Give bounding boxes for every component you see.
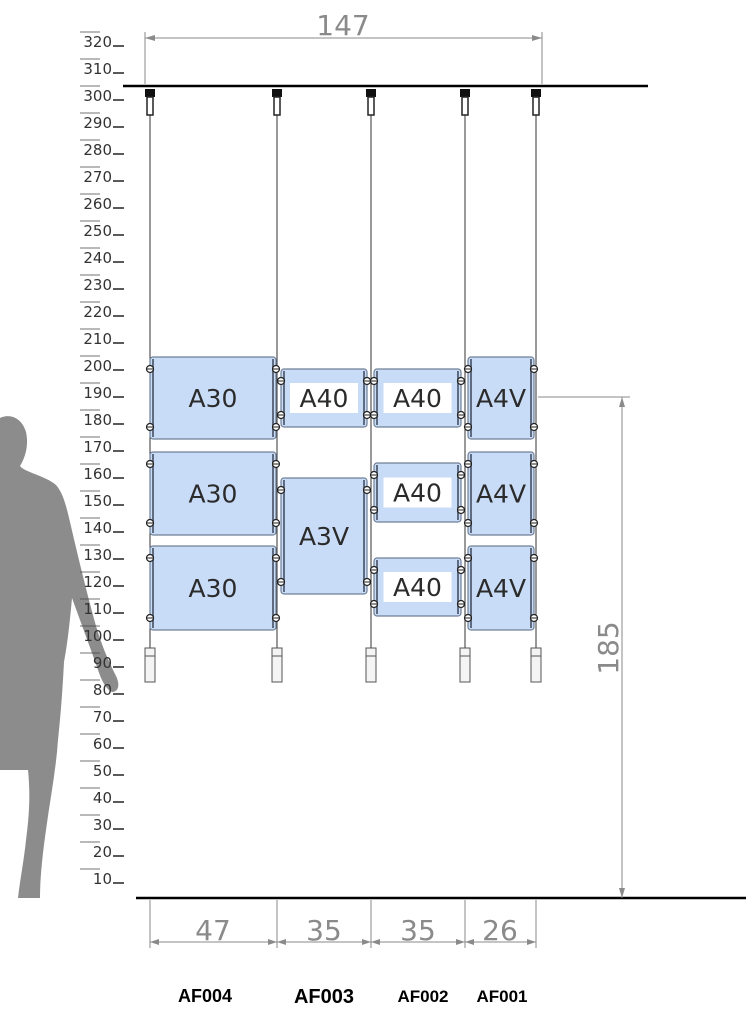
- scale-label: 260: [83, 195, 112, 213]
- display-panel: A30: [145, 545, 281, 631]
- panel-frame: [149, 356, 277, 440]
- column-code-af004: AF004: [178, 986, 232, 1006]
- cable-clamp-icon: [532, 96, 540, 116]
- column-code-af002: AF002: [397, 987, 448, 1006]
- panel-label-box: [383, 383, 452, 413]
- scale-label: 190: [83, 384, 112, 402]
- panel-size-label: A3V: [299, 522, 349, 551]
- scale-label: 250: [83, 222, 112, 240]
- scale-label: 80: [93, 681, 112, 699]
- overall-height-label: 185: [592, 621, 625, 674]
- panel-frame: [467, 451, 535, 536]
- scale-label: 160: [83, 465, 112, 483]
- overall-width-dimension: 147: [144, 9, 543, 84]
- display-panel: A4V: [463, 545, 539, 631]
- scale-label: 230: [83, 276, 112, 294]
- display-panel: A3V: [276, 477, 372, 595]
- display-panel: A40: [369, 557, 466, 617]
- panel-size-label: A40: [393, 573, 442, 602]
- display-panel: A4V: [463, 356, 539, 440]
- height-scale: 320 310 300 290 280 270 260 250 240 230 220 210 200 1…: [80, 31, 124, 888]
- scale-label: 20: [93, 843, 112, 861]
- ceiling-mount-icon: [460, 89, 470, 97]
- cable-weight-icon: [459, 647, 471, 683]
- column-width-label: 35: [400, 914, 436, 947]
- panel-size-label: A4V: [476, 384, 526, 413]
- overall-height-dimension: 185: [538, 396, 630, 898]
- panel-size-label: A40: [393, 479, 442, 508]
- panel-size-label: A4V: [476, 480, 526, 509]
- cable-clamp-icon: [273, 96, 281, 116]
- panel-size-label: A4V: [476, 574, 526, 603]
- overall-width-label: 147: [316, 9, 369, 42]
- display-panel: A40: [369, 462, 466, 523]
- panel-size-label: A30: [189, 480, 238, 509]
- scale-label: 210: [83, 330, 112, 348]
- ceiling-mount-icon: [531, 89, 541, 97]
- panel-size-label: A40: [300, 384, 349, 413]
- cable-weight-icon: [271, 647, 283, 683]
- scale-label: 220: [83, 303, 112, 321]
- scale-label: 130: [83, 546, 112, 564]
- panel-size-label: A40: [393, 384, 442, 413]
- cable-weight-icon: [530, 647, 542, 683]
- cable-weight-icon: [365, 647, 377, 683]
- panel-frame: [149, 451, 277, 536]
- panel-size-label: A30: [189, 574, 238, 603]
- scale-label: 60: [93, 735, 112, 753]
- column-width-label: 47: [195, 914, 231, 947]
- scale-label: 270: [83, 168, 112, 186]
- scale-label: 30: [93, 816, 112, 834]
- display-panel: A4V: [463, 451, 539, 536]
- human-silhouette-icon: [0, 416, 119, 898]
- panel-label-box: [383, 572, 452, 602]
- scale-label: 200: [83, 357, 112, 375]
- panel-frame: [149, 545, 277, 631]
- cable-weight-icon: [144, 647, 156, 683]
- scale-label: 240: [83, 249, 112, 267]
- scale-label: 290: [83, 114, 112, 132]
- panel-size-label: A30: [189, 384, 238, 413]
- display-panel: A30: [145, 356, 281, 440]
- scale-label: 140: [83, 519, 112, 537]
- cable-clamp-icon: [461, 96, 469, 116]
- scale-label: 180: [83, 411, 112, 429]
- display-panel: A30: [145, 451, 281, 536]
- scale-label: 10: [93, 870, 112, 888]
- column-code-af003: AF003: [294, 986, 354, 1008]
- display-panel: A40: [276, 368, 372, 428]
- scale-label: 90: [93, 654, 112, 672]
- display-panel: A40: [369, 368, 466, 428]
- panel-frame: [467, 545, 535, 631]
- panel-frame: [467, 356, 535, 440]
- column-width-label: 35: [306, 914, 342, 947]
- scale-label: 320: [83, 33, 112, 51]
- scale-label: 40: [93, 789, 112, 807]
- scale-label: 70: [93, 708, 112, 726]
- cable-clamp-icon: [146, 96, 154, 116]
- scale-label: 100: [83, 627, 112, 645]
- column-code-af001: AF001: [476, 987, 527, 1006]
- cable-clamp-icon: [367, 96, 375, 116]
- scale-label: 120: [83, 573, 112, 591]
- panel-label-box: [290, 383, 358, 413]
- panel-label-box: [383, 477, 452, 508]
- scale-label: 280: [83, 141, 112, 159]
- ceiling-mount-icon: [145, 89, 155, 97]
- panel-frame: [280, 477, 368, 595]
- ceiling-mount-icon: [366, 89, 376, 97]
- scale-label: 150: [83, 492, 112, 510]
- scale-label: 170: [83, 438, 112, 456]
- scale-label: 50: [93, 762, 112, 780]
- scale-label: 300: [83, 87, 112, 105]
- scale-label: 310: [83, 60, 112, 78]
- scale-label: 110: [83, 600, 112, 618]
- ceiling-mount-icon: [272, 89, 282, 97]
- column-width-dimensions: 47 35 35 26: [149, 900, 537, 948]
- column-width-label: 26: [482, 914, 518, 947]
